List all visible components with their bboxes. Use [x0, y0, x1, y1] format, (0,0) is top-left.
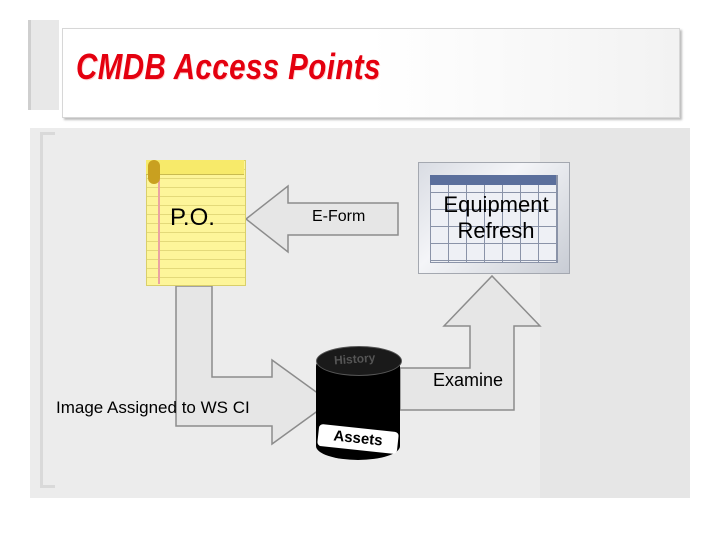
examine-arrow: [399, 274, 542, 411]
calendar-grid: [430, 175, 558, 263]
po-label: P.O.: [170, 204, 215, 231]
notepad-binding: [146, 160, 244, 175]
calendar-header: [430, 175, 556, 185]
notepad-margin-line: [158, 174, 160, 284]
panel-bracket: [40, 132, 55, 488]
title-banner: [62, 28, 680, 118]
title-banner-back: [28, 20, 59, 110]
notepad-pencil-icon: [148, 160, 160, 184]
examine-label: Examine: [433, 370, 504, 390]
database-top-label: History: [333, 350, 376, 368]
slide-title: CMDB Access Points: [76, 46, 381, 87]
equipment-refresh-label: Equipment Refresh: [443, 192, 549, 243]
eform-arrow: [244, 184, 399, 254]
po-to-assets-arrow: [175, 285, 332, 446]
database-top: [316, 346, 402, 376]
eform-label: E-Form: [312, 208, 366, 225]
po-notepad: [146, 160, 246, 286]
image-assigned-label: Image Assigned to WS CI: [56, 398, 250, 417]
